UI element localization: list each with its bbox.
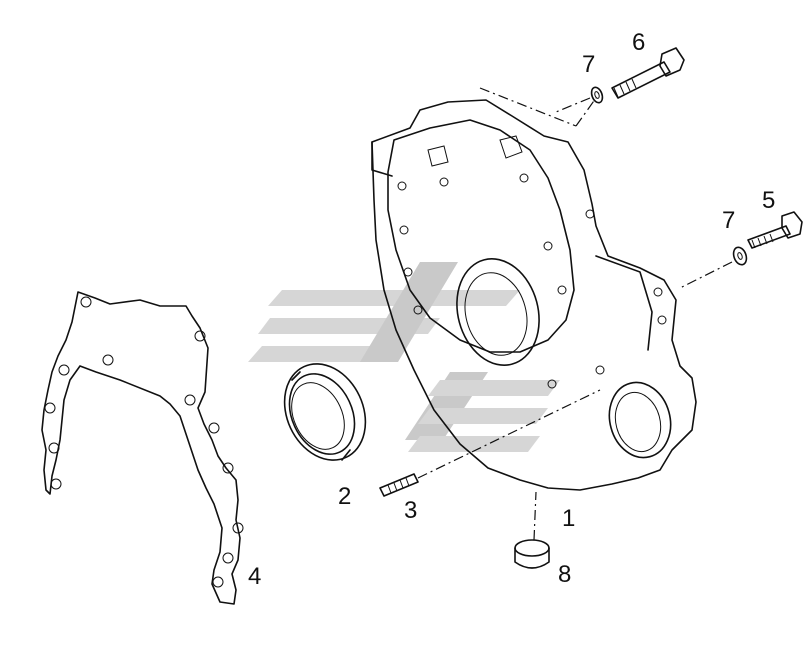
watermark-logo (248, 262, 560, 452)
callout-7-right: 7 (722, 207, 735, 234)
stud-part (379, 389, 601, 497)
callout-3: 3 (404, 497, 417, 524)
seal-ring-part (283, 363, 367, 461)
flywheel-housing-part (371, 87, 697, 491)
gasket-part (41, 291, 244, 605)
callout-5: 5 (762, 187, 775, 214)
washer-7-top-part (555, 86, 604, 113)
plug-part (514, 491, 550, 569)
callout-4: 4 (248, 563, 261, 590)
callout-7-top: 7 (582, 51, 595, 78)
callout-2: 2 (338, 483, 351, 510)
callout-1: 1 (562, 505, 575, 532)
bolt-5-part (747, 211, 803, 249)
callout-8: 8 (558, 561, 571, 588)
callout-6: 6 (632, 29, 645, 56)
bolt-6-part (611, 47, 685, 99)
washer-7-right-part (679, 246, 748, 289)
